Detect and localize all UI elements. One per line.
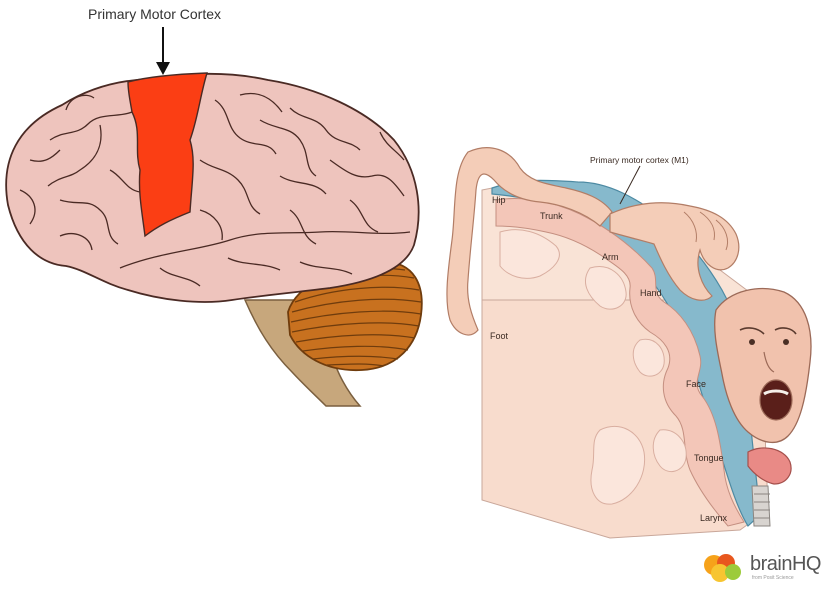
motor-cortex-region xyxy=(127,72,208,238)
homunculus-tongue xyxy=(747,447,792,485)
m1-label: Primary motor cortex (M1) xyxy=(590,155,689,165)
label-hip: Hip xyxy=(492,195,506,205)
label-arm: Arm xyxy=(602,252,619,262)
label-hand: Hand xyxy=(640,288,662,298)
brainhq-logo-subtext: from Posit Science xyxy=(752,575,794,581)
m1-leader-line xyxy=(619,165,641,205)
gray-matter xyxy=(495,198,745,527)
brainhq-logo: brainHQ from Posit Science xyxy=(700,551,821,583)
pointer-arrow xyxy=(156,27,170,75)
cerebrum xyxy=(5,72,420,303)
label-trunk: Trunk xyxy=(540,211,563,221)
brainhq-logo-mark xyxy=(704,554,741,582)
homunculus-leg xyxy=(446,147,613,336)
label-larynx: Larynx xyxy=(700,513,728,523)
brain-side-view xyxy=(5,27,423,407)
homunculus-face xyxy=(714,288,812,443)
label-tongue: Tongue xyxy=(694,453,724,463)
white-matter-folds xyxy=(499,229,687,505)
label-face: Face xyxy=(686,379,706,389)
sulci xyxy=(19,92,411,287)
homunculus-hand xyxy=(609,202,740,301)
homunculus-section: Primary motor cortex (M1) Hip Trunk Arm … xyxy=(446,147,812,539)
motor-cortex-title: Primary Motor Cortex xyxy=(88,6,222,22)
label-foot: Foot xyxy=(490,331,509,341)
homunculus-larynx xyxy=(751,485,771,527)
brainhq-logo-text: brainHQ xyxy=(750,553,821,575)
